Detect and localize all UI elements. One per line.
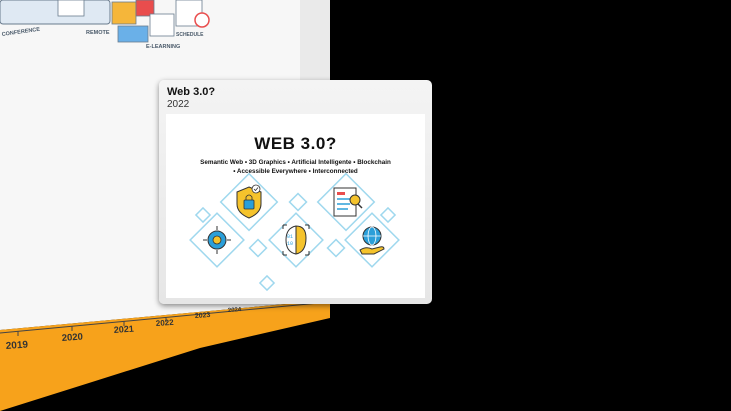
ai-face-icon: 01 10 bbox=[282, 224, 310, 256]
small-diamond bbox=[326, 238, 346, 258]
popup-year: 2022 bbox=[167, 99, 190, 110]
clock-icon bbox=[194, 12, 210, 28]
slide-subtitle: Semantic Web • 3D Graphics • Artificial … bbox=[176, 158, 415, 176]
window-icon bbox=[57, 0, 85, 17]
slide-subtitle-line2: • Accessible Everywhere • Interconnected bbox=[233, 168, 358, 175]
small-diamond bbox=[288, 192, 308, 212]
label-conference: CONFERENCE bbox=[1, 27, 40, 38]
globe-hand-icon bbox=[359, 226, 385, 255]
timeline-axis bbox=[0, 301, 331, 334]
gear-network-icon bbox=[203, 226, 231, 254]
timeline-year-2024[interactable]: 2024 bbox=[228, 307, 242, 314]
popup-title: Web 3.0? bbox=[167, 86, 216, 98]
label-remote: REMOTE bbox=[86, 30, 110, 36]
timeline-bar bbox=[0, 300, 330, 411]
web3-icons-diagram: 01 10 bbox=[189, 172, 400, 292]
red-card-icon bbox=[135, 0, 155, 17]
timeline-year-2022[interactable]: 2022 bbox=[156, 318, 175, 328]
timeline-year-2021[interactable]: 2021 bbox=[113, 324, 134, 335]
timeline-illustration: CONFERENCE REMOTE E-LEARNING SCHEDULE bbox=[0, 0, 210, 50]
document-search-icon bbox=[333, 187, 363, 217]
puzzle-icon bbox=[111, 1, 137, 25]
small-diamond bbox=[248, 238, 268, 258]
label-schedule: SCHEDULE bbox=[176, 32, 204, 38]
binary-digits: 10 bbox=[287, 241, 293, 247]
popup-slide-image[interactable]: WEB 3.0? Semantic Web • 3D Graphics • Ar… bbox=[166, 114, 425, 298]
small-diamond bbox=[258, 274, 276, 292]
computer-screen-icon bbox=[0, 0, 111, 25]
book-icon bbox=[117, 25, 149, 43]
small-diamond bbox=[379, 206, 397, 224]
timeline-year-2020[interactable]: 2020 bbox=[61, 332, 83, 344]
slide-subtitle-line1: Semantic Web • 3D Graphics • Artificial … bbox=[200, 159, 391, 166]
slide-heading: WEB 3.0? bbox=[254, 134, 337, 153]
document-icon bbox=[149, 13, 175, 37]
small-diamond bbox=[194, 206, 212, 224]
timeline-year-2019[interactable]: 2019 bbox=[5, 339, 28, 352]
binary-digits: 01 bbox=[287, 234, 293, 240]
shield-lock-icon bbox=[236, 184, 262, 219]
timeline-year-2023[interactable]: 2023 bbox=[195, 312, 211, 320]
label-elearning: E-LEARNING bbox=[146, 44, 180, 50]
event-popup-card[interactable]: Web 3.0? 2022 WEB 3.0? Semantic Web • 3D… bbox=[159, 80, 432, 304]
